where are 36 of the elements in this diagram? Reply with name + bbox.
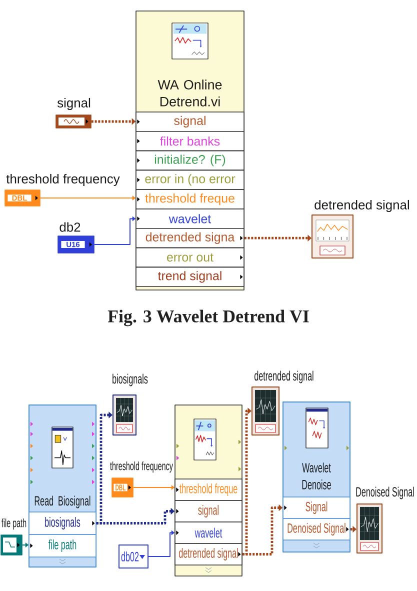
input-row: Signal — [282, 496, 350, 519]
input-row: wavelet — [174, 522, 242, 544]
function-block — [28, 404, 96, 568]
output-row: biosignals — [28, 512, 96, 535]
input-row: wavelet — [136, 208, 244, 229]
input-row: signal — [174, 500, 242, 522]
input-row: filter banks — [136, 131, 244, 152]
output-row: trend signal — [136, 266, 244, 287]
terminal-label: biosignals — [112, 374, 148, 386]
block-title: WA Online Detrend.vi — [158, 80, 222, 106]
output-row: error out — [136, 247, 244, 268]
terminal-label: signal — [57, 98, 90, 110]
input-row: file path — [28, 534, 96, 558]
terminal-label: db2 — [60, 222, 80, 232]
output-row: Denoised Signal — [282, 518, 350, 540]
terminal-label: threshold frequency — [6, 174, 120, 186]
output-row: detrended signa — [136, 228, 244, 248]
dropdown-control: db02 — [118, 544, 148, 568]
input-row: signal — [136, 112, 244, 132]
input-row: initialize? (F) — [136, 150, 244, 171]
terminal-label: detrended signal — [254, 370, 314, 384]
input-row: threshold freque — [174, 478, 242, 501]
input-row: threshold freque — [136, 189, 244, 210]
terminal-label: threshold frequency — [110, 461, 173, 473]
function-block — [282, 402, 350, 552]
function-block — [136, 10, 244, 290]
figure-caption: Fig. 3 Wavelet Detrend VI — [108, 310, 309, 326]
control-terminal: DBL — [112, 478, 134, 498]
terminal-label: file path — [2, 518, 26, 530]
output-row: detrended signal — [174, 543, 242, 566]
block-title: Wavelet Denoise — [302, 462, 331, 490]
function-block — [174, 404, 242, 576]
terminal-label: detrended signal — [314, 200, 409, 212]
block-title: Read Biosignal — [34, 496, 90, 508]
input-row: error in (no error — [136, 170, 244, 190]
terminal-label: Denoised Signal — [356, 486, 414, 500]
